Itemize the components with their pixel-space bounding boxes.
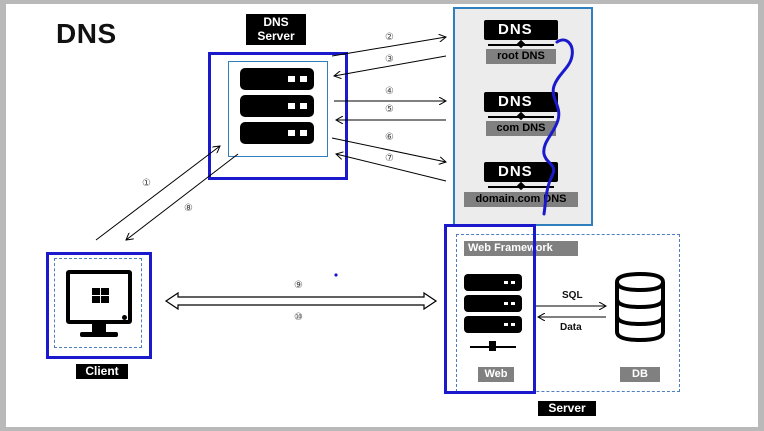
server-dashed-frame bbox=[456, 234, 680, 392]
dns-logo: DNS bbox=[484, 92, 558, 112]
db-label: DB bbox=[620, 367, 660, 382]
blue-dot bbox=[334, 273, 338, 277]
data-label: Data bbox=[560, 322, 582, 333]
rack-unit bbox=[464, 295, 522, 312]
dns-server-rack-icon bbox=[240, 68, 314, 144]
slide: DNS DNS Server DNS root DNS DNS com DNS … bbox=[6, 4, 758, 427]
domain-dns-box: DNS domain.com DNS bbox=[464, 160, 580, 208]
dns-logo-text: DNS bbox=[498, 163, 533, 180]
rack-light bbox=[288, 76, 295, 82]
client-highlight-box bbox=[46, 252, 152, 359]
rack-light bbox=[288, 130, 295, 136]
step-1-label: ① bbox=[142, 178, 151, 189]
web-label: Web bbox=[478, 367, 514, 382]
monitor-stand bbox=[92, 324, 106, 332]
web-framework-label: Web Framework bbox=[464, 241, 578, 256]
rack-light bbox=[300, 76, 307, 82]
arrow-step-2 bbox=[331, 37, 446, 57]
step-3-label: ③ bbox=[385, 54, 394, 65]
rack-unit bbox=[240, 95, 314, 117]
rack-light bbox=[288, 103, 295, 109]
dns-logo: DNS bbox=[484, 162, 558, 182]
database-icon bbox=[615, 271, 665, 343]
step-10-label: ⑩ bbox=[294, 312, 303, 323]
dns-logo-text: DNS bbox=[498, 93, 533, 110]
diagram-arrows bbox=[95, 4, 758, 427]
web-server-icon bbox=[464, 274, 524, 356]
db-icon bbox=[614, 271, 666, 343]
rack-light bbox=[300, 130, 307, 136]
arrow-step-6 bbox=[331, 137, 446, 162]
server-connector-node bbox=[489, 341, 496, 351]
rack-unit bbox=[240, 122, 314, 144]
dns-server-label: DNS Server bbox=[246, 14, 306, 45]
step-5-label: ⑤ bbox=[385, 104, 394, 115]
sql-label: SQL bbox=[562, 290, 583, 301]
step-9-label: ⑨ bbox=[294, 280, 303, 291]
dns-logo: DNS bbox=[484, 20, 558, 40]
monitor-base bbox=[80, 332, 118, 337]
handwritten-scribble bbox=[542, 38, 574, 216]
domain-dns-label: domain.com DNS bbox=[464, 192, 578, 207]
step-8-label: ⑧ bbox=[184, 203, 193, 214]
dns-logo-text: DNS bbox=[498, 21, 533, 38]
rack-unit bbox=[464, 274, 522, 291]
web-highlight-box bbox=[444, 224, 536, 394]
root-dns-box: DNS root DNS bbox=[484, 18, 560, 64]
arrow-step-3 bbox=[334, 55, 447, 76]
arrow-client-server bbox=[164, 291, 438, 311]
step-2-label: ② bbox=[385, 32, 394, 43]
step-7-label: ⑦ bbox=[385, 153, 394, 164]
arrow-step-7 bbox=[336, 154, 447, 182]
monitor-icon bbox=[66, 270, 132, 340]
rack-unit bbox=[240, 68, 314, 90]
windows-logo bbox=[92, 288, 110, 304]
rack-light bbox=[300, 103, 307, 109]
arrow-step-8 bbox=[126, 153, 239, 240]
server-label: Server bbox=[538, 401, 596, 416]
step-4-label: ④ bbox=[385, 86, 394, 97]
client-dashed-frame bbox=[54, 258, 142, 348]
arrow-step-1 bbox=[95, 146, 220, 241]
root-dns-label: root DNS bbox=[486, 49, 556, 64]
step-6-label: ⑥ bbox=[385, 132, 394, 143]
client-label: Client bbox=[76, 364, 128, 379]
power-dot bbox=[122, 315, 127, 320]
rack-unit bbox=[464, 316, 522, 333]
com-dns-label: com DNS bbox=[486, 121, 556, 136]
com-dns-box: DNS com DNS bbox=[484, 90, 560, 136]
page-title: DNS bbox=[56, 18, 117, 49]
